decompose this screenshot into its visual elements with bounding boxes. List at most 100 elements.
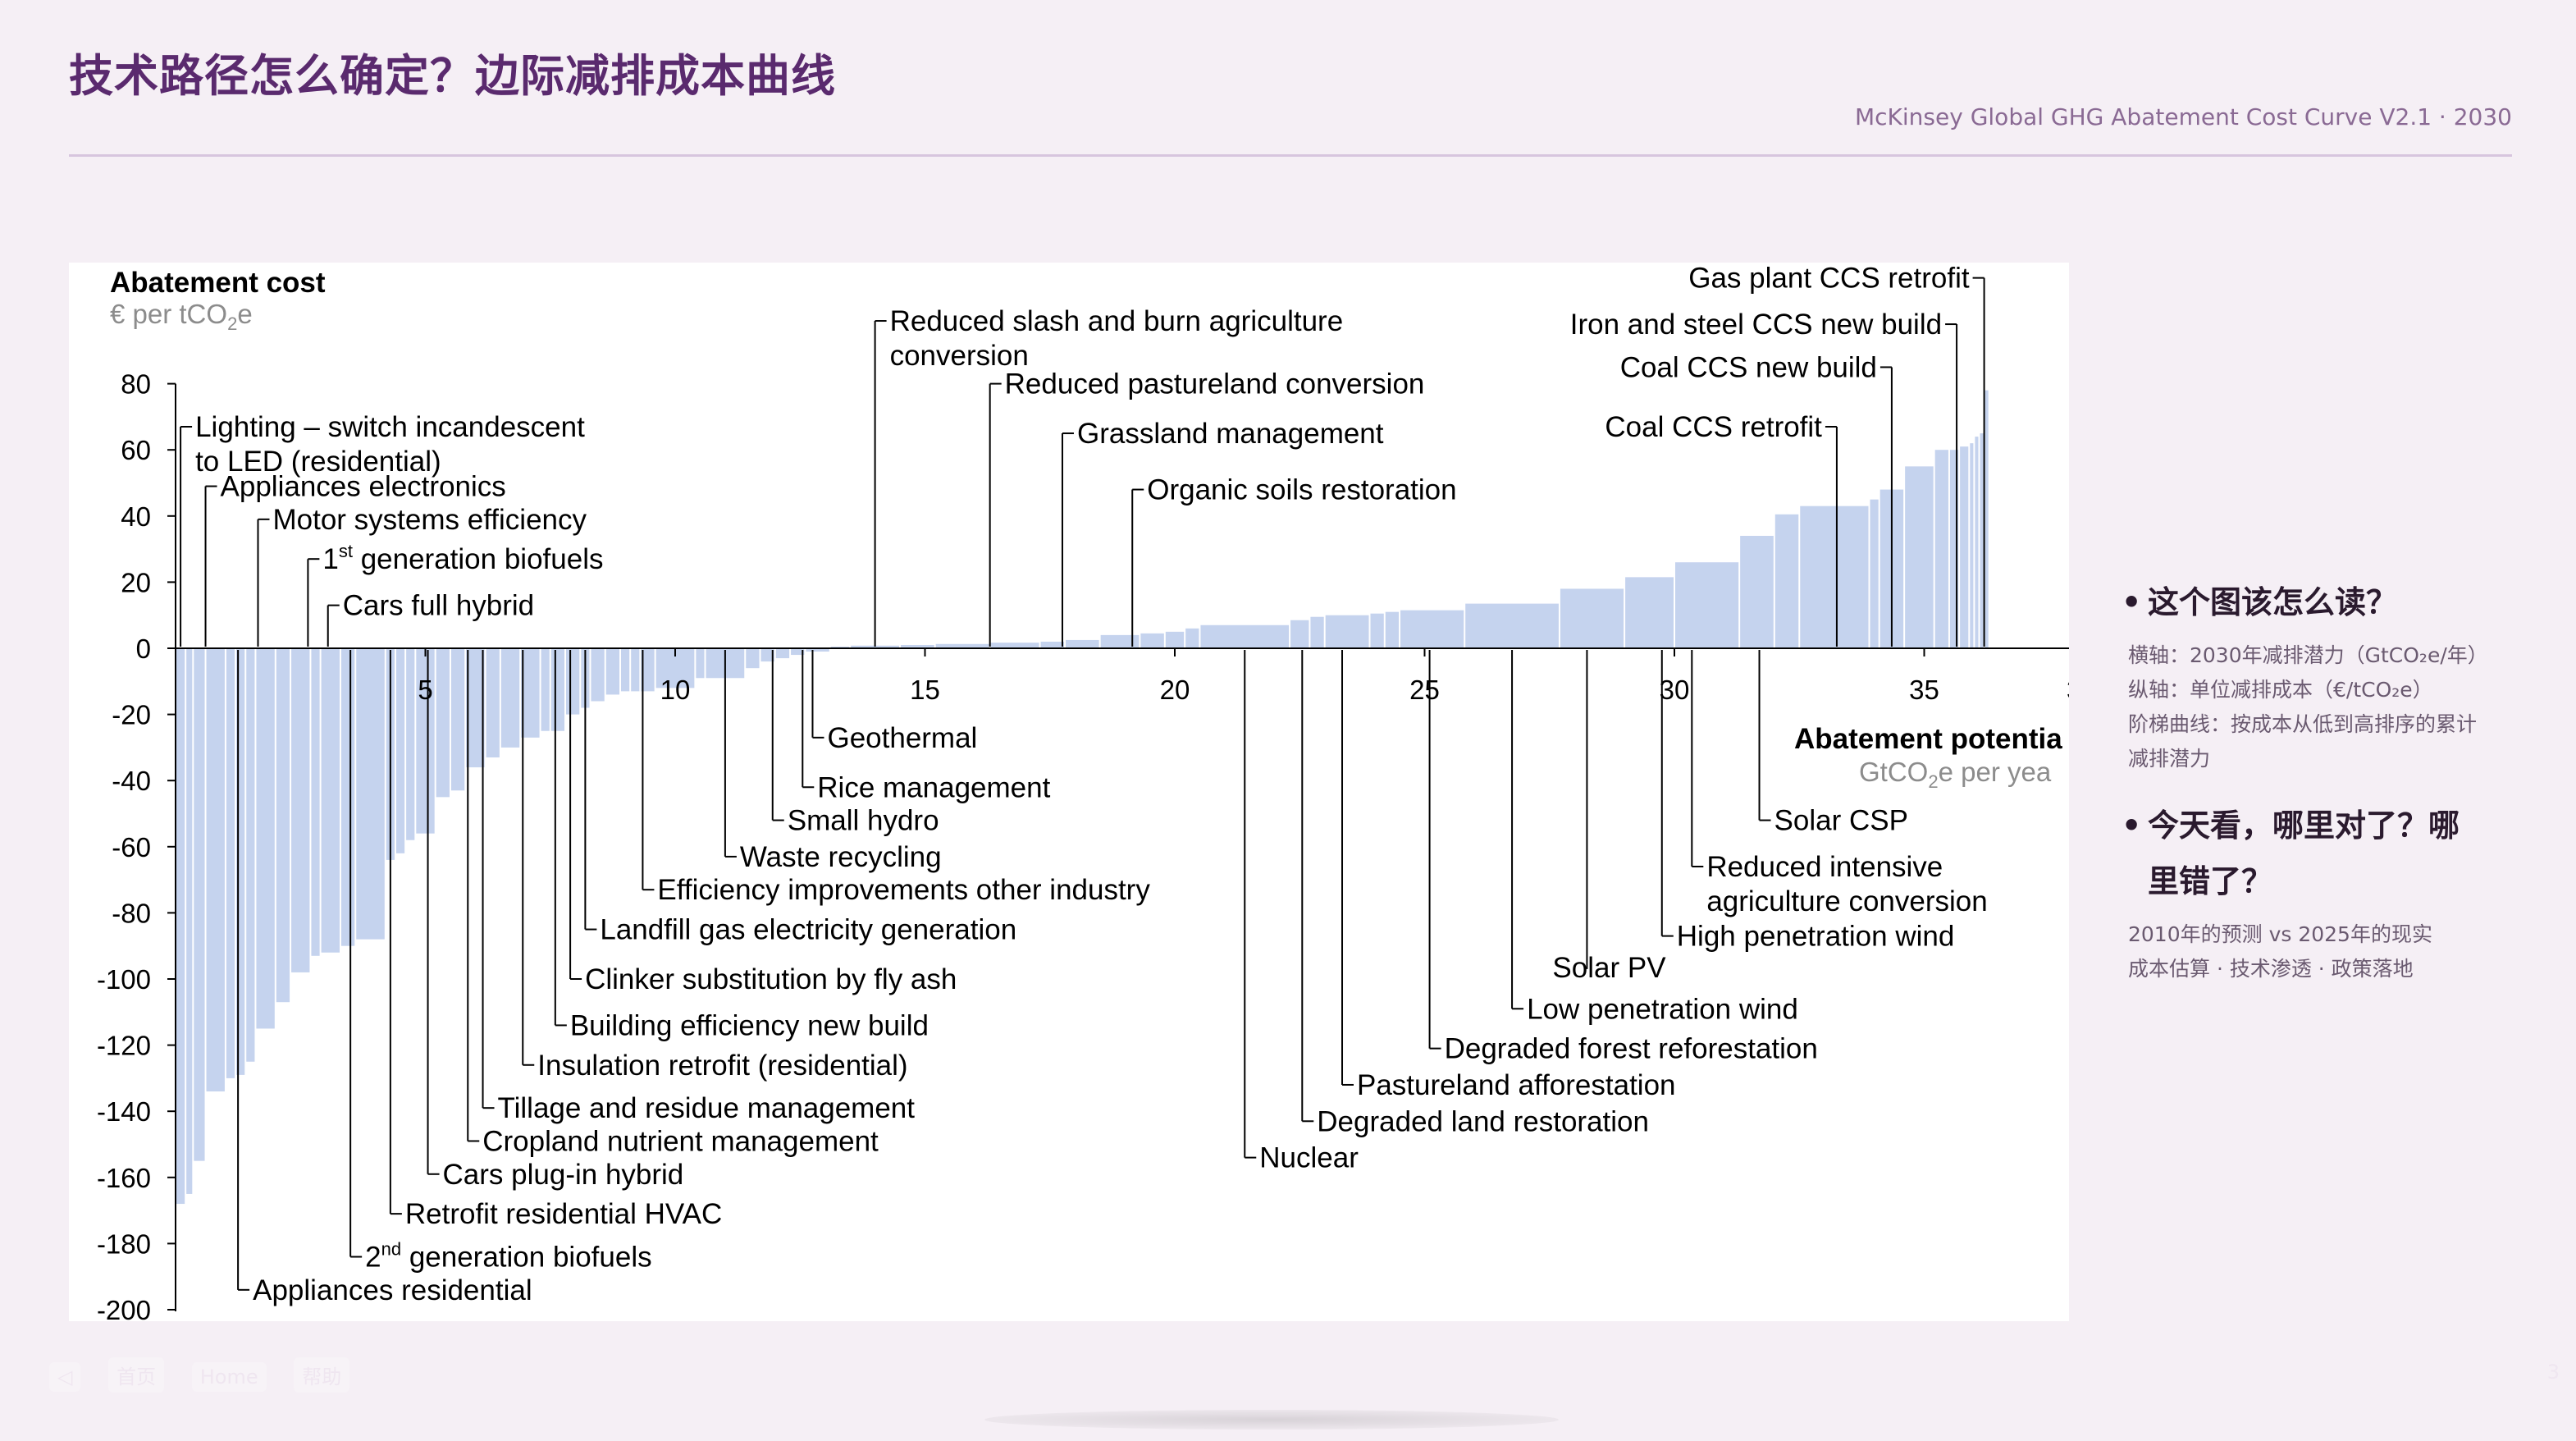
- cost-bar: [486, 648, 500, 757]
- annotation-label: Iron and steel CCS new build: [1570, 309, 1942, 341]
- axis-text-layer: Abatement cost € per tCO2e Abatement pot…: [110, 267, 2062, 792]
- chart-svg: 806040200-20-40-60-80-100-120-140-160-18…: [97, 263, 2069, 1321]
- cost-bar: [806, 648, 829, 652]
- annotation-label: Nuclear: [1259, 1142, 1359, 1174]
- cost-bar: [791, 648, 805, 656]
- cost-bar: [340, 648, 355, 946]
- y-tick-label: 60: [121, 435, 151, 465]
- annotation-label: Gas plant CCS retrofit: [1688, 263, 1970, 295]
- cost-bar: [176, 648, 185, 1205]
- cost-bar: [356, 648, 385, 940]
- cost-bar: [760, 648, 774, 662]
- y-axis-unit: € per tCO2e: [110, 299, 253, 334]
- y-tick-label: 20: [121, 567, 151, 597]
- nav-home-button[interactable]: Home: [191, 1362, 267, 1392]
- cost-bar: [521, 648, 540, 738]
- annotation-label: Motor systems efficiency: [272, 504, 587, 536]
- cost-bar: [194, 648, 205, 1161]
- label-rest: generation biofuels: [353, 543, 604, 575]
- annotation-label: Tillage and residue management: [498, 1092, 916, 1124]
- annotation-label: Organic soils restoration: [1147, 474, 1456, 506]
- annotation-label: Building efficiency new build: [570, 1009, 929, 1041]
- slide-title: 技术路径怎么确定？边际减排成本曲线: [69, 50, 836, 102]
- cost-bar: [1675, 562, 1739, 648]
- note-line: 横轴：2030年减排潜力（GtCO₂e/年）: [2128, 643, 2488, 667]
- cost-bar: [1370, 613, 1384, 648]
- y-tick-label: -140: [97, 1096, 151, 1127]
- bullet-icon: •: [2122, 584, 2142, 620]
- x-tick-label: 20: [1160, 675, 1190, 705]
- note-line: 成本估算 · 技术渗透 · 政策落地: [2128, 957, 2414, 981]
- question-1: •这个图该怎么读？: [2122, 574, 2523, 630]
- annotation-label: Cars plug-in hybrid: [443, 1159, 684, 1191]
- annotation-label: Low penetration wind: [1527, 993, 1798, 1025]
- cost-bar: [591, 648, 605, 702]
- cost-bar: [1140, 633, 1164, 648]
- cost-bar: [321, 648, 340, 953]
- note-line: 减排潜力: [2128, 747, 2211, 771]
- cost-bar: [226, 648, 235, 1078]
- cost-bar: [1905, 466, 1934, 648]
- cost-bar: [1774, 514, 1799, 648]
- cost-bar: [1325, 615, 1369, 648]
- annotation-label: Clinker substitution by fly ash: [585, 963, 957, 995]
- cost-bar: [1870, 499, 1879, 648]
- cost-bar: [775, 648, 790, 659]
- question-2-line1: 今天看，哪里对了？哪: [2148, 807, 2460, 844]
- cost-bar: [621, 648, 630, 692]
- note-line: 阶梯曲线：按成本从低到高排序的累计: [2128, 712, 2478, 736]
- y-tick-label: -180: [97, 1228, 151, 1259]
- x-unit-main: GtCO: [1859, 757, 1928, 787]
- axes-layer: 806040200-20-40-60-80-100-120-140-160-18…: [97, 369, 2069, 1321]
- x-tick-label: 5: [418, 675, 432, 705]
- cost-bar: [291, 648, 310, 972]
- cost-bar: [186, 648, 193, 1194]
- cost-bar: [1400, 610, 1464, 648]
- nav-back-button[interactable]: ◁: [49, 1362, 81, 1392]
- question-1-text: 这个图该怎么读？: [2148, 584, 2398, 620]
- annotation-label: Geothermal: [827, 722, 977, 754]
- cost-bar: [631, 648, 640, 692]
- annotation-label: Solar CSP: [1774, 805, 1908, 837]
- x-tick-label: 3: [2067, 675, 2069, 705]
- cost-bar: [541, 648, 550, 731]
- annotation-label: Appliances residential: [253, 1274, 532, 1306]
- x-tick-label: 15: [910, 675, 940, 705]
- cost-bar: [830, 646, 850, 648]
- x-axis-title: Abatement potentia: [1794, 723, 2062, 755]
- cost-bar: [935, 643, 989, 648]
- annotation-label: to LED (residential): [195, 446, 441, 478]
- annotation-label: Waste recycling: [740, 841, 942, 873]
- cost-bar: [1560, 588, 1624, 648]
- note-line: 纵轴：单位减排成本（€/tCO₂e）: [2128, 678, 2433, 702]
- cost-bar: [466, 648, 485, 768]
- y-tick-label: 0: [136, 634, 151, 664]
- y-tick-label: -200: [97, 1295, 151, 1321]
- cost-bar: [550, 648, 565, 731]
- x-tick-label: 10: [660, 675, 691, 705]
- nav-help-button[interactable]: 帮助: [294, 1357, 350, 1393]
- bullet-icon: •: [2122, 807, 2142, 844]
- annotation-label: Cars full hybrid: [343, 590, 534, 622]
- y-unit-suffix: e: [237, 299, 252, 329]
- annotation-label: Reduced intensive: [1706, 851, 1943, 883]
- nav-first-button[interactable]: 首页: [108, 1357, 165, 1393]
- y-axis-title: Abatement cost: [110, 267, 326, 299]
- y-tick-label: -160: [97, 1163, 151, 1193]
- note-line: 2010年的预测 vs 2025年的现实: [2128, 922, 2432, 946]
- cost-bar: [236, 648, 245, 1075]
- notes-2: 2010年的预测 vs 2025年的现实 成本估算 · 技术渗透 · 政策落地: [2128, 917, 2523, 986]
- annotation-label: conversion: [890, 340, 1029, 372]
- cost-bar: [1165, 631, 1185, 648]
- cost-bar: [395, 648, 405, 853]
- cost-bar: [605, 648, 620, 695]
- annotation-label: Lighting – switch incandescent: [195, 411, 585, 443]
- cost-bar: [436, 648, 450, 798]
- cost-bar: [1290, 620, 1309, 648]
- annotation-label: Coal CCS new build: [1620, 351, 1877, 383]
- annotation-label: Insulation retrofit (residential): [537, 1050, 907, 1082]
- cost-bar: [276, 648, 290, 1003]
- x-tick-label: 25: [1409, 675, 1440, 705]
